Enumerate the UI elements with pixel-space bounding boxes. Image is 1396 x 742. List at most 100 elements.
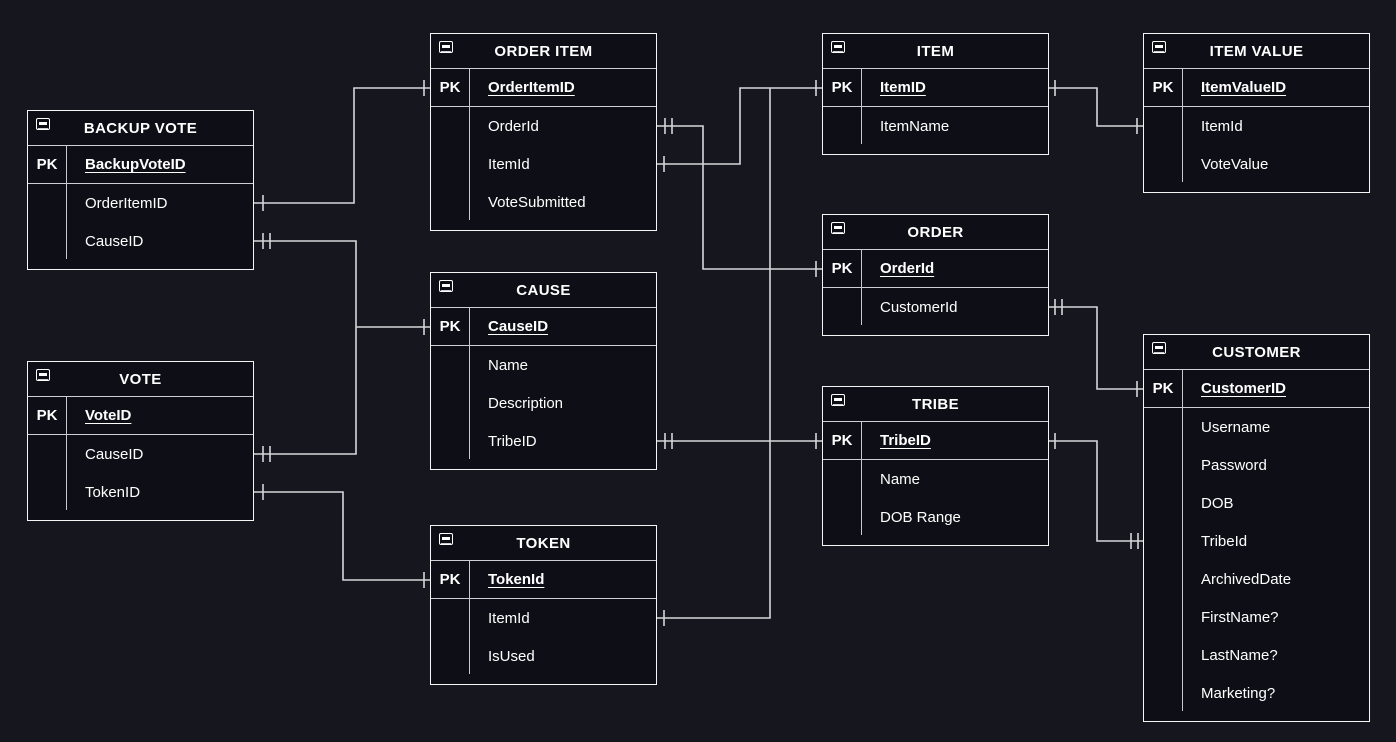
pk-row: PK TribeID: [823, 422, 1048, 460]
table-header: TRIBE: [823, 387, 1048, 422]
pk-field: CauseID: [488, 318, 549, 335]
table-title: ORDER: [907, 223, 964, 241]
collapse-icon[interactable]: [439, 533, 453, 545]
entity-tribe[interactable]: TRIBE PK TribeID Name DOB Range: [822, 386, 1049, 546]
attribute-list: Username Password DOB TribeId ArchivedDa…: [1144, 408, 1369, 721]
pk-label: PK: [1152, 380, 1174, 397]
pk-label: PK: [36, 156, 58, 173]
table-title: CAUSE: [516, 281, 571, 299]
entity-token[interactable]: TOKEN PK TokenId ItemId IsUsed: [430, 525, 657, 685]
attribute-row: TokenID: [85, 483, 141, 501]
table-header: VOTE: [28, 362, 253, 397]
pk-field: TribeID: [880, 432, 931, 449]
attribute-row: CustomerId: [880, 298, 958, 316]
attribute-row: Description: [488, 394, 564, 412]
collapse-icon[interactable]: [1152, 342, 1166, 354]
collapse-icon[interactable]: [831, 41, 845, 53]
pk-row: PK CustomerID: [1144, 370, 1369, 408]
attribute-row: ItemId: [1201, 117, 1243, 135]
collapse-icon[interactable]: [36, 118, 50, 130]
table-title: ITEM: [916, 42, 955, 60]
pk-row: PK BackupVoteID: [28, 146, 253, 184]
attribute-row: Username: [1201, 418, 1271, 436]
pk-label: PK: [831, 432, 853, 449]
collapse-icon[interactable]: [1152, 41, 1166, 53]
attribute-list: ItemId IsUsed: [431, 599, 656, 684]
pk-label: PK: [831, 79, 853, 96]
collapse-icon[interactable]: [439, 41, 453, 53]
attribute-row: Name: [488, 356, 529, 374]
pk-field: OrderItemID: [488, 79, 575, 96]
attribute-list: Name DOB Range: [823, 460, 1048, 545]
pk-field: VoteID: [85, 407, 132, 424]
table-header: TOKEN: [431, 526, 656, 561]
attribute-row: Password: [1201, 456, 1267, 474]
table-header: ITEM: [823, 34, 1048, 69]
entity-vote[interactable]: VOTE PK VoteID CauseID TokenID: [27, 361, 254, 521]
table-title: TRIBE: [912, 395, 959, 413]
pk-label: PK: [439, 571, 461, 588]
attribute-list: OrderItemID CauseID: [28, 184, 253, 269]
attribute-list: CustomerId: [823, 288, 1048, 335]
table-header: CUSTOMER: [1144, 335, 1369, 370]
attribute-row: LastName?: [1201, 646, 1278, 664]
attribute-list: ItemName: [823, 107, 1048, 154]
pk-field: ItemValueID: [1201, 79, 1287, 96]
attribute-list: ItemId VoteValue: [1144, 107, 1369, 192]
table-title: TOKEN: [516, 534, 571, 552]
table-title: VOTE: [119, 370, 162, 388]
attribute-row: FirstName?: [1201, 608, 1279, 626]
pk-row: PK ItemID: [823, 69, 1048, 107]
table-header: ORDER ITEM: [431, 34, 656, 69]
attribute-row: VoteSubmitted: [488, 193, 586, 211]
pk-field: TokenId: [488, 571, 545, 588]
attribute-list: CauseID TokenID: [28, 435, 253, 520]
pk-row: PK CauseID: [431, 308, 656, 346]
collapse-icon[interactable]: [831, 394, 845, 406]
attribute-row: ItemId: [488, 609, 530, 627]
pk-field: OrderId: [880, 260, 935, 277]
collapse-icon[interactable]: [439, 280, 453, 292]
pk-row: PK ItemValueID: [1144, 69, 1369, 107]
collapse-icon[interactable]: [36, 369, 50, 381]
entity-backup-vote[interactable]: BACKUP VOTE PK BackupVoteID OrderItemID …: [27, 110, 254, 270]
entity-item[interactable]: ITEM PK ItemID ItemName: [822, 33, 1049, 155]
collapse-icon[interactable]: [831, 222, 845, 234]
attribute-row: TribeID: [488, 432, 537, 450]
pk-row: PK OrderItemID: [431, 69, 656, 107]
attribute-list: Name Description TribeID: [431, 346, 656, 469]
attribute-list: OrderId ItemId VoteSubmitted: [431, 107, 656, 230]
pk-field: CustomerID: [1201, 380, 1287, 397]
attribute-row: IsUsed: [488, 647, 535, 665]
pk-row: PK OrderId: [823, 250, 1048, 288]
pk-row: PK TokenId: [431, 561, 656, 599]
attribute-row: Name: [880, 470, 921, 488]
attribute-row: CauseID: [85, 232, 144, 250]
entity-customer[interactable]: CUSTOMER PK CustomerID Username Password…: [1143, 334, 1370, 722]
attribute-row: TribeId: [1201, 532, 1248, 550]
table-title: CUSTOMER: [1212, 343, 1301, 361]
table-title: ORDER ITEM: [494, 42, 593, 60]
pk-label: PK: [1152, 79, 1174, 96]
table-title: ITEM VALUE: [1209, 42, 1304, 60]
entity-order-item[interactable]: ORDER ITEM PK OrderItemID OrderId ItemId…: [430, 33, 657, 231]
entity-item-value[interactable]: ITEM VALUE PK ItemValueID ItemId VoteVal…: [1143, 33, 1370, 193]
pk-label: PK: [439, 318, 461, 335]
table-header: CAUSE: [431, 273, 656, 308]
attribute-row: Marketing?: [1201, 684, 1276, 702]
table-title: BACKUP VOTE: [83, 119, 198, 137]
attribute-row: DOB Range: [880, 508, 961, 526]
table-header: BACKUP VOTE: [28, 111, 253, 146]
entity-order[interactable]: ORDER PK OrderId CustomerId: [822, 214, 1049, 336]
pk-label: PK: [831, 260, 853, 277]
attribute-row: ItemId: [488, 155, 530, 173]
pk-row: PK VoteID: [28, 397, 253, 435]
attribute-row: ItemName: [880, 117, 950, 135]
attribute-row: OrderItemID: [85, 194, 168, 212]
pk-field: ItemID: [880, 79, 926, 96]
table-header: ORDER: [823, 215, 1048, 250]
entity-cause[interactable]: CAUSE PK CauseID Name Description TribeI…: [430, 272, 657, 470]
table-header: ITEM VALUE: [1144, 34, 1369, 69]
pk-label: PK: [439, 79, 461, 96]
